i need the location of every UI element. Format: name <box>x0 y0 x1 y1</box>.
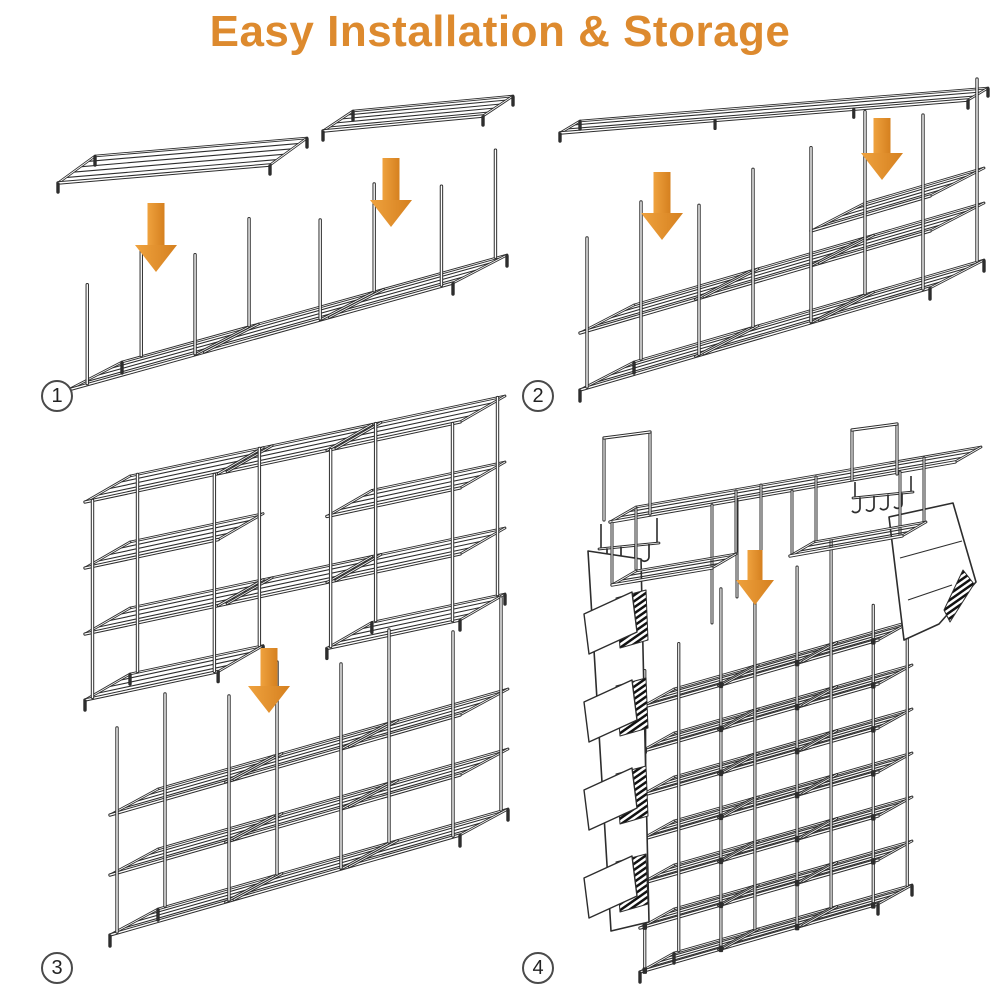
down-arrow-icon <box>736 550 774 605</box>
shelf-panel <box>56 136 309 194</box>
long-shelf-panel <box>558 86 990 143</box>
down-arrow-icon <box>641 172 683 240</box>
base-frame <box>66 148 509 403</box>
side-pocket-strip <box>888 502 977 641</box>
figure-step-1 <box>56 94 515 403</box>
page-title: Easy Installation & Storage <box>209 7 791 56</box>
side-handle-frame <box>602 430 652 522</box>
two-tier-frame <box>578 77 986 403</box>
step-4-badge: 4 <box>522 952 554 984</box>
step-2-label: 2 <box>532 384 544 407</box>
figure-step-4 <box>583 422 983 984</box>
three-tier-frame <box>108 596 510 948</box>
step-4-label: 4 <box>532 956 544 979</box>
side-pocket-strip <box>583 550 650 932</box>
step-2-badge: 2 <box>522 380 554 412</box>
step-1-label: 1 <box>51 384 63 407</box>
step-3-badge: 3 <box>41 952 73 984</box>
down-arrow-icon <box>135 203 177 272</box>
step-3-label: 3 <box>51 956 63 979</box>
down-arrow-icon <box>248 648 290 713</box>
figure-step-2 <box>558 77 990 403</box>
down-arrow-icon <box>370 158 412 227</box>
top-shelf-hutch <box>583 422 983 932</box>
hook-bar <box>851 476 915 514</box>
figure-step-3 <box>83 394 510 948</box>
tall-shoe-rack <box>638 538 914 984</box>
shelf-panel <box>321 94 515 142</box>
down-arrow-icon <box>861 118 903 180</box>
step-1-badge: 1 <box>41 380 73 412</box>
side-handle-frame <box>850 422 899 482</box>
four-tier-rack <box>83 394 507 712</box>
